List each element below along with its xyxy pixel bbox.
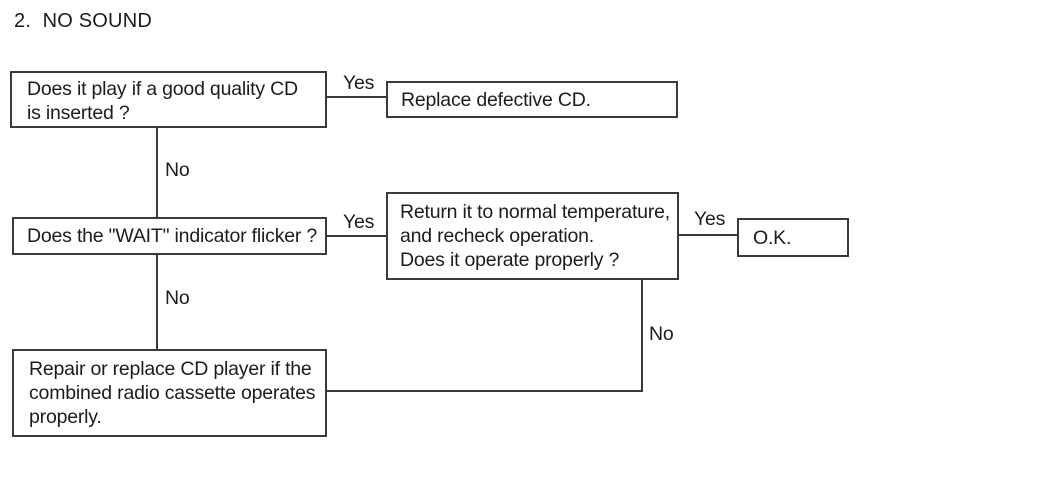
- flow-box-repair-cd-player: Repair or replace CD player if the combi…: [12, 349, 327, 437]
- edge-label-no: No: [165, 159, 190, 181]
- connector-no-recheck-down: [641, 280, 643, 392]
- connector-yes-q2-to-recheck: [327, 235, 386, 237]
- connector-yes-recheck-to-ok: [679, 234, 737, 236]
- flow-box-replace-defective-cd: Replace defective CD.: [386, 81, 678, 118]
- flow-box-question-wait-flicker: Does the "WAIT" indicator flicker ?: [12, 217, 327, 255]
- edge-label-no: No: [649, 323, 674, 345]
- connector-no-q1-to-q2: [156, 128, 158, 217]
- flow-box-text-line: Repair or replace CD player if the: [29, 358, 312, 380]
- flow-box-text-line: properly.: [29, 406, 102, 428]
- flow-box-text-line: and recheck operation.: [400, 225, 594, 247]
- flow-box-text-line: is inserted ?: [27, 102, 130, 124]
- edge-label-yes: Yes: [343, 211, 375, 233]
- flow-box-question-cd-play: Does it play if a good quality CD is ins…: [10, 71, 327, 128]
- flow-box-text-line: Does it play if a good quality CD: [27, 78, 298, 100]
- flow-box-text-line: Does it operate properly ?: [400, 249, 620, 271]
- flow-box-ok: O.K.: [737, 218, 849, 257]
- edge-label-no: No: [165, 287, 190, 309]
- flow-box-text-line: O.K.: [753, 226, 792, 249]
- flow-box-text-line: Does the "WAIT" indicator flicker ?: [27, 225, 318, 247]
- page-title: 2. NO SOUND: [14, 10, 152, 32]
- connector-no-recheck-to-repair: [327, 390, 643, 392]
- flow-box-text-line: Return it to normal temperature,: [400, 201, 670, 223]
- connector-yes-q1-to-replace: [327, 96, 386, 98]
- flow-box-text-line: combined radio cassette operates: [29, 382, 316, 404]
- flow-box-recheck-temperature: Return it to normal temperature, and rec…: [386, 192, 679, 280]
- connector-no-q2-to-repair: [156, 255, 158, 349]
- edge-label-yes: Yes: [694, 208, 726, 230]
- edge-label-yes: Yes: [343, 72, 375, 94]
- flow-box-text-line: Replace defective CD.: [401, 88, 591, 111]
